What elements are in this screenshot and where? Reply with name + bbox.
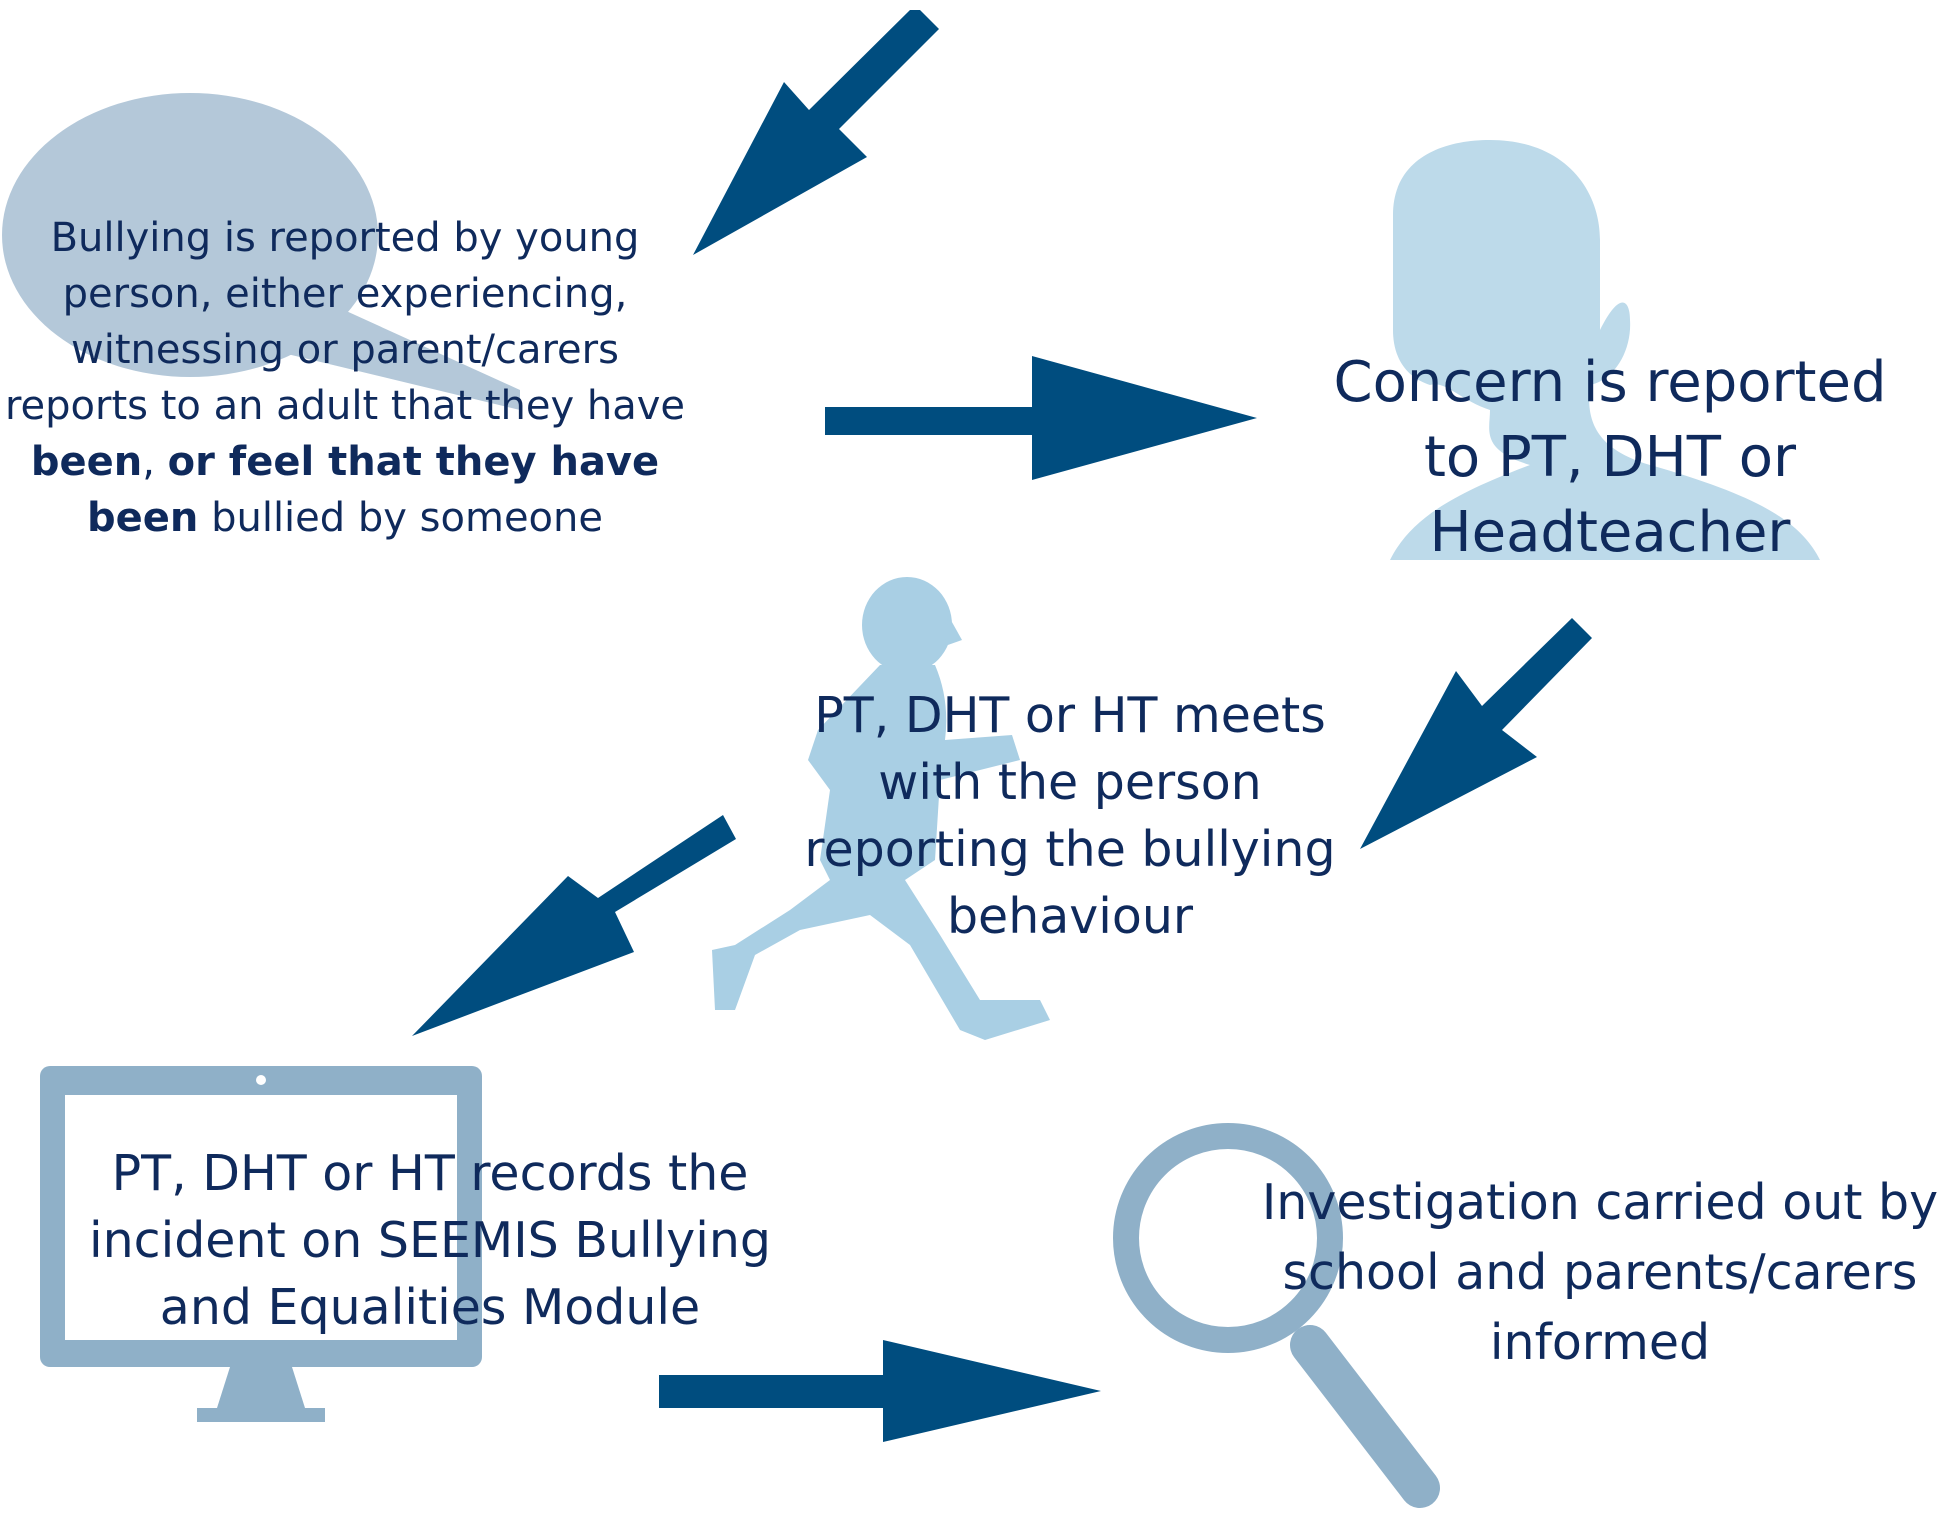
flow-arrow-5-icon: [659, 1340, 1101, 1442]
step-concern-line1: Concern is reported: [1333, 350, 1887, 415]
step-meets-text: PT, DHT or HT meets with the person repo…: [780, 682, 1360, 950]
step-investigation-line1: Investigation carried out by: [1261, 1174, 1939, 1231]
step-reported-line4: reports to an adult that they have: [4, 383, 686, 429]
step-investigation-line2: school and parents/carers: [1282, 1244, 1918, 1301]
step-concern-line2: to PT, DHT or: [1423, 425, 1797, 490]
running-child-icon: [712, 577, 1050, 1040]
step-meets-line1: PT, DHT or HT meets: [814, 687, 1326, 744]
step-meets-line3: reporting the bullying: [804, 821, 1336, 878]
step-meets-line4: behaviour: [946, 888, 1194, 945]
step-records-line2: incident on SEEMIS Bullying: [88, 1212, 772, 1269]
step-reported-bold-been-2: been: [87, 495, 199, 541]
flow-arrow-1-icon: [693, 10, 939, 255]
step-reported-line3: witnessing or parent/carers: [71, 327, 619, 373]
flow-arrow-2-icon: [825, 356, 1257, 480]
step-reported-line2: person, either experiencing,: [62, 271, 628, 317]
step-reported-text: Bullying is reported by young person, ei…: [0, 210, 690, 546]
step-records-line1: PT, DHT or HT records the: [111, 1145, 749, 1202]
flow-arrow-4-icon: [412, 815, 736, 1036]
step-reported-separator: ,: [142, 439, 168, 485]
step-reported-line6-rest: bullied by someone: [198, 495, 603, 541]
magnifying-glass-icon: [1113, 1123, 1440, 1508]
person-silhouette-icon: [1390, 140, 1820, 560]
step-reported-line6: been bullied by someone: [0, 490, 690, 546]
speech-bubble-icon: [2, 93, 520, 410]
flow-arrow-3-icon: [1360, 618, 1592, 849]
step-reported-bold-been: been: [30, 439, 143, 485]
step-reported-bold-feel: or feel that they have: [167, 439, 660, 485]
computer-monitor-icon: [40, 1066, 482, 1422]
step-investigation-text: Investigation carried out by school and …: [1250, 1168, 1950, 1378]
step-concern-text: Concern is reported to PT, DHT or Headte…: [1300, 345, 1920, 570]
step-concern-line3: Headteacher: [1429, 500, 1791, 565]
step-records-line3: and Equalities Module: [159, 1279, 701, 1336]
step-reported-line1: Bullying is reported by young: [50, 215, 640, 261]
step-investigation-line3: informed: [1489, 1314, 1711, 1371]
step-reported-line5: been, or feel that they have: [0, 434, 690, 490]
step-meets-line2: with the person: [878, 754, 1262, 811]
step-records-text: PT, DHT or HT records the incident on SE…: [60, 1140, 800, 1341]
